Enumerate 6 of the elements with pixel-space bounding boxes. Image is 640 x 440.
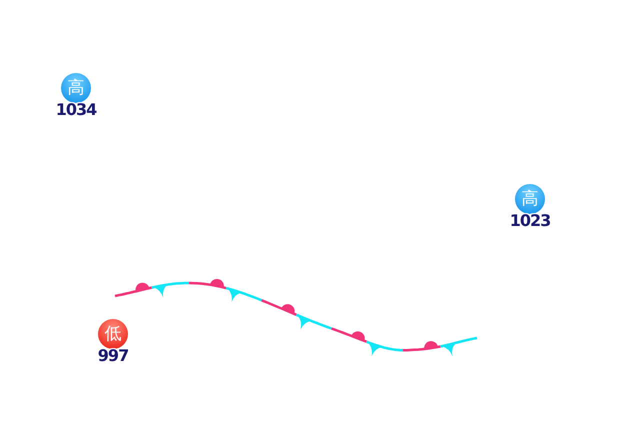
pressure-value: 997 xyxy=(98,346,128,365)
low-pressure-marker: 低 xyxy=(98,319,128,349)
high-pressure-marker: 高 xyxy=(515,184,545,214)
pressure-value: 1023 xyxy=(510,211,550,230)
pressure-value: 1034 xyxy=(56,100,96,119)
high-pressure-marker: 高 xyxy=(61,73,91,103)
